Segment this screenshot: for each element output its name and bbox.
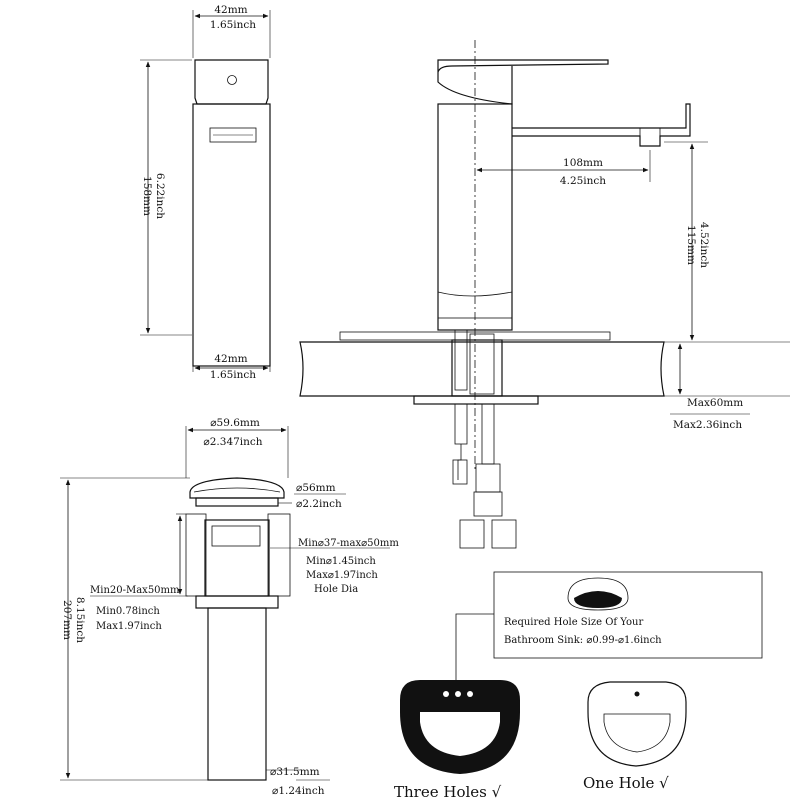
deck-max-in: Max2.36inch [673,419,742,431]
tail-dia-mm: ⌀31.5mm [270,766,320,778]
drain-view: ⌀59.6mm ⌀2.347inch ⌀56mm ⌀2.2inch Min⌀37… [60,417,399,797]
flange-dia-in: ⌀2.2inch [296,498,342,510]
side-height-mm: 158mm [141,176,153,216]
front-view: 108mm 4.25inch 115mm 4.52inch Max60mm Ma… [299,40,790,549]
side-bottom-width-in: 1.65inch [210,369,256,381]
sink-wall-left [185,513,207,597]
one-hole-sink-icon [587,681,687,767]
thickness-mm: Min20-Max50mm [90,585,180,596]
deck-max-mm: Max60mm [687,397,743,409]
reach-mm: 108mm [563,157,603,169]
countertop-section [299,341,665,397]
hole-size-note-box [493,571,763,659]
hole-max-in: Max⌀1.97inch [306,570,378,581]
hole-dia-mm: Min⌀37-max⌀50mm [298,538,399,549]
drain-cap-icon [189,477,285,499]
hole-size-line-1: Required Hole Size Of Your [504,617,643,628]
drain-tailpiece [207,607,267,781]
tail-dia-in: ⌀1.24inch [272,785,325,797]
reach-in: 4.25inch [560,175,606,187]
drain-body [204,519,270,597]
spout-height-mm: 115mm [685,225,697,265]
sink-guide: Required Hole Size Of Your Bathroom Sink… [394,571,763,800]
hole-size-line-2: Bathroom Sink: ⌀0.99-⌀1.6inch [504,635,662,646]
one-hole-caption: One Hole √ [583,774,669,792]
three-holes-caption: Three Holes √ [394,783,502,800]
spout-height-in: 4.52inch [698,222,710,268]
side-view: 42mm 1.65inch 158mm 6.22inch 42mm 1.65in… [140,4,271,381]
side-bottom-width-mm: 42mm [214,353,247,365]
handle-hole-icon [227,75,237,85]
sink-wall-right [267,513,291,597]
thickness-min-in: Min0.78inch [96,606,160,617]
hole-min-in: Min⌀1.45inch [306,556,376,567]
cap-dia-in: ⌀2.347inch [203,436,262,448]
total-length-mm: 207mm [61,600,73,640]
side-top-width-in: 1.65inch [210,19,256,31]
sink-hole-icon [574,591,622,608]
hole-dia-label: Hole Dia [314,584,358,595]
cap-dia-mm: ⌀59.6mm [210,417,260,429]
thickness-max-in: Max1.97inch [96,621,162,632]
side-top-width-mm: 42mm [214,4,247,16]
side-height-in: 6.22inch [154,173,166,219]
flange-dia-mm: ⌀56mm [296,482,336,494]
total-length-in: 8.15inch [74,597,86,643]
